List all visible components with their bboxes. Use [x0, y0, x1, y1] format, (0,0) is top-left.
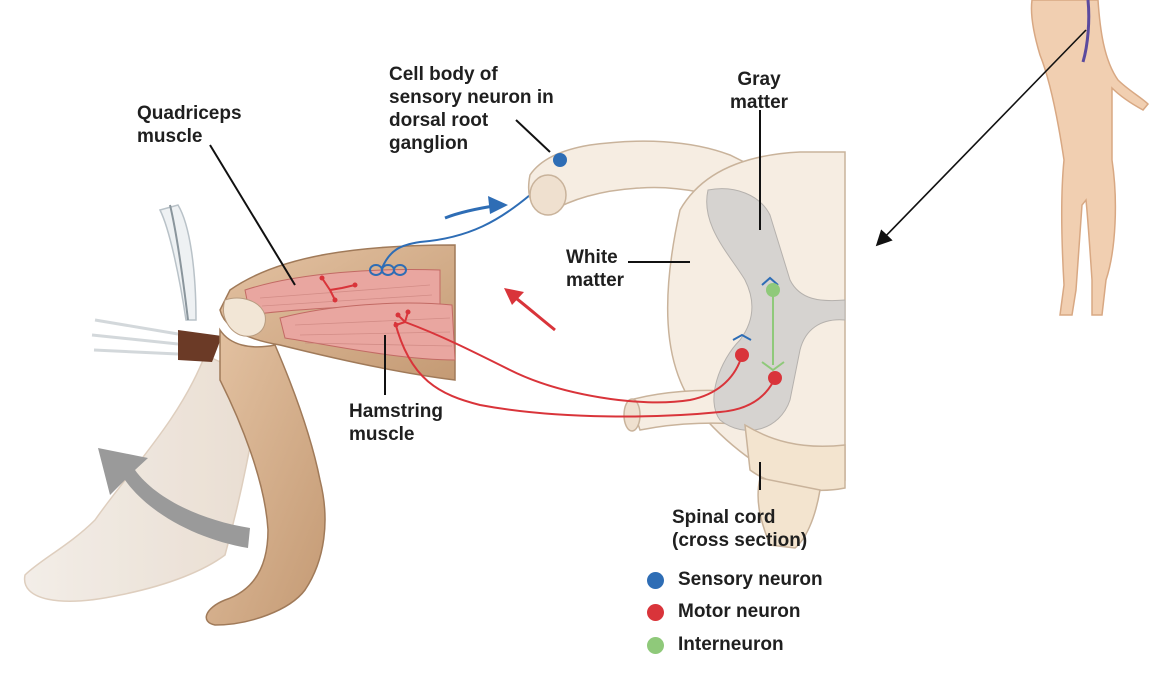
motor-direction-arrow [511, 293, 556, 332]
interneuron-cell-body [766, 283, 780, 297]
spinal-cord-label: Spinal cord (cross section) [672, 507, 808, 551]
motor-neuron-cell-body-1 [735, 348, 749, 362]
motor-neuron-cell-body-2 [768, 371, 782, 385]
sensory-cell-body [553, 153, 567, 167]
legend-swatch [647, 636, 664, 654]
cell-body-label: Cell body of sensory neuron in dorsal ro… [389, 64, 554, 154]
legend-item-motor: Motor neuron [647, 601, 800, 623]
gray-matter-label: Gray matter [730, 69, 789, 113]
interneuron-pathway [761, 290, 785, 372]
legend-label: Motor neuron [678, 601, 801, 622]
reflex-hammer-icon [91, 204, 222, 362]
legend-swatch [647, 603, 664, 621]
pointer-arrow [875, 29, 1087, 247]
hamstring-muscle [279, 302, 456, 361]
legend-label: Sensory neuron [678, 569, 823, 590]
human-silhouette-icon [1030, 0, 1150, 316]
leader-lines [209, 110, 761, 490]
legend-label: Interneuron [678, 634, 784, 655]
neuromuscular-junctions [319, 275, 411, 328]
quadriceps-label: Quadriceps muscle [137, 103, 242, 147]
motor-pathway [321, 277, 776, 418]
white-matter-label: White matter [566, 247, 625, 291]
lower-leg-ghost [23, 353, 261, 602]
hamstring-label: Hamstring muscle [349, 401, 443, 445]
lower-leg [205, 327, 326, 626]
movement-arrow-icon [98, 448, 250, 548]
gray-matter [706, 188, 846, 431]
knee-bone [223, 297, 266, 337]
legend-swatch [647, 571, 664, 589]
legend-item-interneuron: Interneuron [647, 634, 784, 656]
legend-item-sensory: Sensory neuron [647, 569, 823, 591]
spinal-cord [528, 140, 846, 549]
